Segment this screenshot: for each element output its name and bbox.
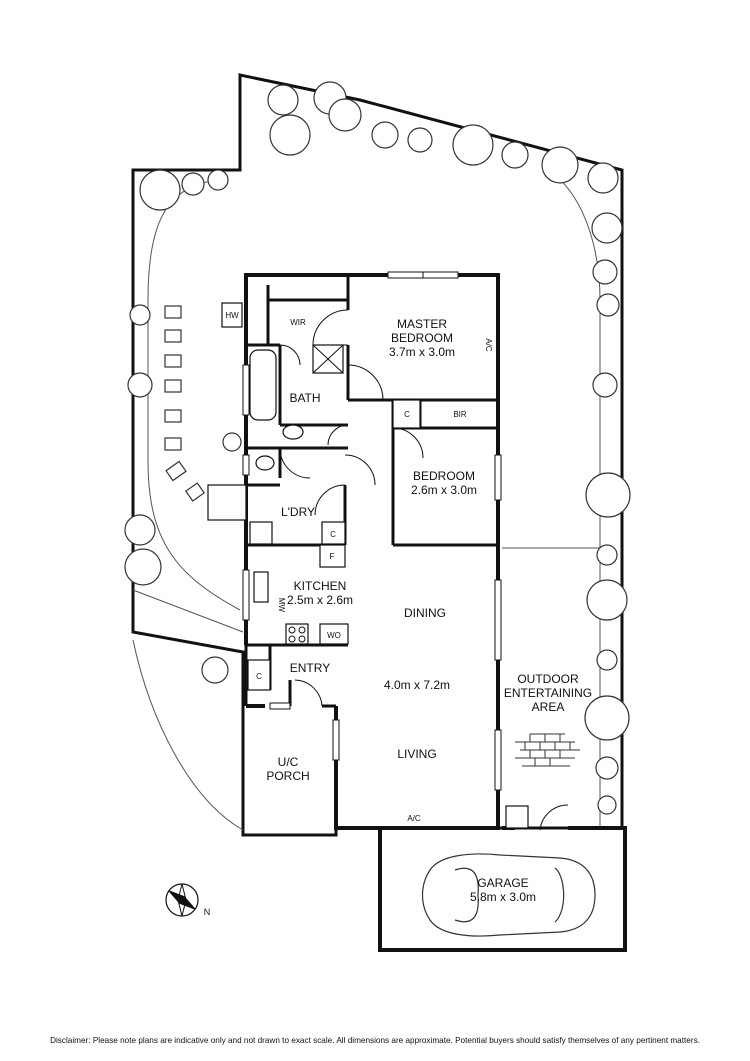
tree (201, 656, 229, 684)
compass-north-label: N (204, 907, 211, 917)
trees (124, 81, 631, 815)
tree (452, 124, 494, 166)
basin (282, 424, 304, 440)
stepping-pavers (164, 305, 206, 502)
cooktop (285, 623, 309, 645)
hot-water-unit (221, 302, 243, 328)
tree (328, 98, 362, 132)
tree (501, 141, 529, 169)
porch-label-2: PORCH (266, 769, 309, 783)
tree (595, 756, 619, 780)
laundry-tub (249, 521, 273, 545)
tree (139, 169, 181, 211)
garden-edge (132, 589, 244, 633)
wir-label: WIR (290, 318, 306, 327)
tree (267, 84, 299, 116)
brick-paving (515, 733, 580, 767)
tree (541, 146, 579, 184)
tree (586, 579, 628, 621)
tree (269, 114, 311, 156)
tree (596, 649, 618, 671)
tree (592, 259, 618, 285)
cupboard-laundry-label: C (330, 530, 336, 539)
living-label: LIVING (397, 747, 436, 761)
outdoor-label-2: ENTERTAINING (504, 686, 592, 700)
outdoor-label-1: OUTDOOR (517, 672, 579, 686)
tree (584, 695, 630, 741)
ac-master-label: A/C (484, 338, 493, 352)
toilet (255, 455, 275, 471)
kitchen-label: KITCHEN (294, 579, 347, 593)
compass-icon (165, 883, 199, 917)
entry-cupboard-box (247, 659, 271, 691)
tree (591, 212, 623, 244)
tree (371, 121, 399, 149)
windows (242, 271, 502, 791)
tree (181, 172, 205, 196)
tree (407, 127, 433, 153)
garden-path-west (132, 639, 244, 831)
microwave-label: MW (277, 598, 286, 613)
wall-oven-label: WO (327, 631, 341, 640)
site-boundary (131, 73, 624, 837)
interior-walls (244, 275, 498, 828)
disclaimer-text: Disclaimer: Please note plans are indica… (50, 1036, 700, 1045)
wall-oven-box (319, 623, 349, 645)
bir-label: BIR (453, 410, 467, 419)
tree (222, 432, 242, 452)
kitchen-sink (253, 571, 269, 603)
master-bedroom-label-1: MASTER (397, 317, 447, 331)
tree (127, 372, 153, 398)
tree (596, 293, 620, 317)
garage-dims: 5.8m x 3.0m (470, 890, 536, 904)
tree (585, 472, 631, 518)
planter-box (505, 805, 529, 829)
bathtub (249, 349, 277, 421)
tree (592, 372, 618, 398)
tree (597, 795, 617, 815)
kitchen-dims: 2.5m x 2.6m (287, 593, 353, 607)
bedroom-cupboard-box (392, 399, 421, 429)
garage-label: GARAGE (477, 876, 528, 890)
hw-label: HW (225, 311, 239, 320)
bedroom-dims: 2.6m x 3.0m (411, 483, 477, 497)
tree (596, 544, 618, 566)
bedroom-label: BEDROOM (413, 469, 475, 483)
cupboard-entry-label: C (256, 672, 262, 681)
garden-path (147, 179, 241, 611)
fridge-label: F (330, 552, 335, 561)
car-outline (421, 853, 596, 937)
tree (207, 169, 229, 191)
dining-label: DINING (404, 606, 446, 620)
garden-path-east (554, 174, 601, 826)
living-dims: 4.0m x 7.2m (384, 678, 450, 692)
cupboard-bedroom-label: C (404, 410, 410, 419)
tree (129, 304, 151, 326)
porch-label-1: U/C (278, 755, 299, 769)
outdoor-label-3: AREA (532, 700, 565, 714)
ac-living-label: A/C (407, 814, 421, 823)
tree (124, 548, 162, 586)
fridge-box (319, 544, 346, 568)
laundry-cupboard-box (321, 521, 346, 545)
entry-label: ENTRY (290, 661, 330, 675)
laundry-label: L'DRY (281, 505, 315, 519)
tree (587, 162, 619, 194)
master-bedroom-dims: 3.7m x 3.0m (389, 345, 455, 359)
master-bedroom-label-2: BEDROOM (391, 331, 453, 345)
bath-label: BATH (289, 391, 320, 405)
laundry-box (207, 484, 247, 521)
tree (124, 514, 156, 546)
